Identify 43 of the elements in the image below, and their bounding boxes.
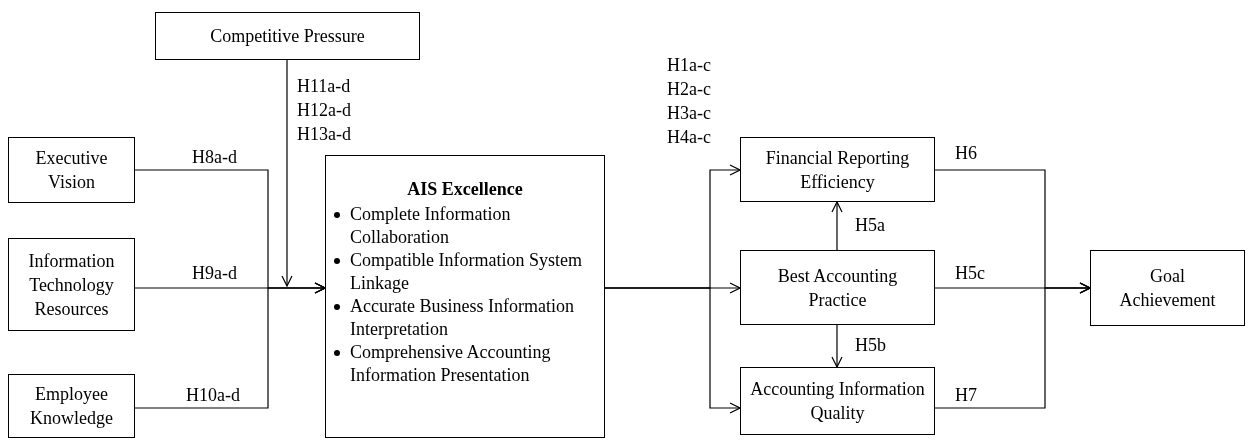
- box-text: Employee Knowledge: [29, 383, 114, 430]
- box-text: Competitive Pressure: [210, 25, 365, 48]
- box-text: Information Technology Resources: [27, 249, 116, 321]
- arrow: [604, 287, 741, 414]
- process-box: [1090, 250, 1245, 326]
- box-heading: AIS Excellence: [407, 178, 523, 201]
- process-box: [8, 137, 135, 203]
- process-box: [155, 12, 420, 60]
- arrow: [281, 59, 293, 287]
- box-text: Best Accounting Practice: [776, 264, 899, 312]
- process-box: [740, 367, 935, 435]
- process-box: [8, 238, 135, 331]
- box-text: Goal Achievement: [1119, 265, 1216, 312]
- arrow: [934, 282, 1091, 409]
- edge-label: H5a: [855, 214, 885, 236]
- box-text: Executive Vision: [34, 147, 109, 194]
- hypothesis-label: H11a-d: [297, 75, 351, 97]
- edge-label: H9a-d: [192, 262, 237, 284]
- hypothesis-label: H4a-c: [667, 126, 711, 148]
- bullet-text: Comprehensive Accounting Information Presentation: [350, 341, 552, 387]
- hypothesis-label: H1a-c: [667, 54, 711, 76]
- process-box: [740, 137, 935, 202]
- process-box: [740, 250, 935, 325]
- process-box: [325, 155, 605, 438]
- bullet-text: Compatible Information System Linkage: [350, 249, 583, 295]
- arrow: [831, 324, 843, 368]
- hypothesis-label: H12a-d: [297, 99, 351, 121]
- edge-label: H5c: [955, 262, 985, 284]
- hypothesis-label: H3a-c: [667, 102, 711, 124]
- edge-label: H8a-d: [192, 146, 237, 168]
- arrow: [134, 282, 326, 409]
- hypothesis-label: H2a-c: [667, 78, 711, 100]
- edge-label: H10a-d: [186, 384, 240, 406]
- edge-label: H5b: [855, 334, 886, 356]
- edge-label: H7: [955, 384, 977, 406]
- box-text: Financial Reporting Efficiency: [764, 146, 911, 194]
- process-box: [8, 374, 135, 438]
- box-text: Accounting Information Quality: [749, 378, 926, 425]
- edge-label: H6: [955, 142, 977, 164]
- bullet-text: Complete Information Collaboration: [350, 203, 512, 249]
- arrow: [831, 201, 843, 251]
- bullet-text: Accurate Business Information Interpretation: [350, 295, 575, 341]
- hypothesis-label: H13a-d: [297, 123, 351, 145]
